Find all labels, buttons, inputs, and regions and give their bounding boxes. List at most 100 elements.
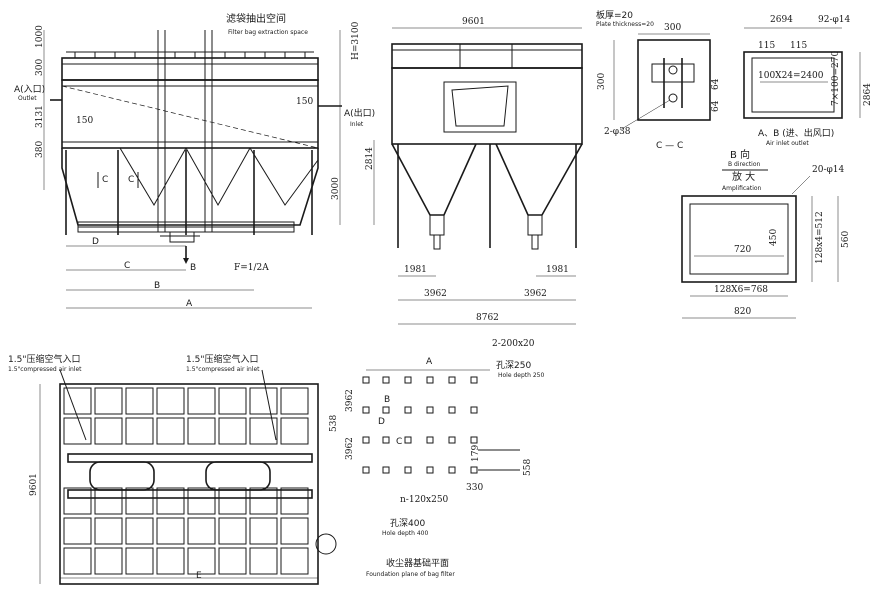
bag-cell xyxy=(94,517,123,545)
found-dim-3962b: 3962 xyxy=(345,437,355,460)
side-dim-3962-right: 3962 xyxy=(524,289,547,299)
bag-cell xyxy=(125,517,154,545)
foundation-pier xyxy=(382,406,390,414)
b-dim-450: 450 xyxy=(769,229,779,246)
dim-300: 300 xyxy=(35,59,45,76)
section-c-mark-2: C xyxy=(128,175,134,185)
found-depth-en: Hole depth 250 xyxy=(498,372,544,379)
bag-cell xyxy=(249,547,278,575)
b-dim-720: 720 xyxy=(734,245,751,255)
plate-thickness-cn: 板厚=20 xyxy=(596,9,633,21)
found-dim-558: 558 xyxy=(523,459,533,476)
bag-cell xyxy=(94,487,123,515)
side-dim-1981-right: 1981 xyxy=(546,265,569,275)
bag-cell xyxy=(94,387,123,415)
foundation-pier xyxy=(470,376,478,384)
foundation-pier xyxy=(448,436,456,444)
outlet-label-left-en: Outlet xyxy=(18,95,37,102)
dim-1000: 1000 xyxy=(35,25,45,48)
cc-dim-64a: 64 xyxy=(711,78,721,90)
label-b: B xyxy=(154,281,160,291)
air-inlet-right-en: 1.5"compressed air inlet xyxy=(186,366,260,373)
foundation-pier xyxy=(404,376,412,384)
found-depth2-en: Hole depth 400 xyxy=(382,530,428,537)
b-dim-512: 128x4=512 xyxy=(815,211,825,264)
foundation-pier xyxy=(362,406,370,414)
bag-cell xyxy=(63,547,92,575)
found-dim-179: 179 xyxy=(471,445,481,462)
io-dim-2864: 2864 xyxy=(863,83,873,106)
air-inlet-right-cn: 1.5"压缩空气入口 xyxy=(186,353,258,365)
found-label-d: D xyxy=(378,417,385,427)
foundation-pier xyxy=(448,406,456,414)
io-dim-270: 7×100=270 xyxy=(831,51,841,106)
dim-2814: 2814 xyxy=(365,147,375,170)
found-depth-cn: 孔深250 xyxy=(496,360,531,371)
bag-cell xyxy=(125,487,154,515)
top-view: 1.5"压缩空气入口 1.5"compressed air inlet 1.5"… xyxy=(8,353,337,585)
dim-150-left: 150 xyxy=(76,116,93,126)
bag-cell xyxy=(125,547,154,575)
foundation-plan: A 2-200x20 孔深250 Hole depth 250 3962 396… xyxy=(329,339,544,578)
found-holes: n-120x250 xyxy=(400,495,449,505)
found-dim-3962a: 3962 xyxy=(345,389,355,412)
foundation-pier xyxy=(426,466,434,474)
foundation-pier xyxy=(448,466,456,474)
bag-cell xyxy=(63,517,92,545)
label-b-arrow: B xyxy=(190,263,196,273)
dim-380: 380 xyxy=(35,141,45,158)
io-dim-115a: 115 xyxy=(758,41,775,51)
io-holes: 92-φ14 xyxy=(818,15,851,25)
bag-cell xyxy=(63,417,92,445)
air-inlet-left-en: 1.5"compressed air inlet xyxy=(8,366,82,373)
dim-150-right: 150 xyxy=(296,97,313,107)
bag-cell xyxy=(156,417,185,445)
inlet-label-right-en: Inlet xyxy=(350,121,364,128)
b-dim-560: 560 xyxy=(841,231,851,248)
air-inlet-left-cn: 1.5"压缩空气入口 xyxy=(8,353,80,365)
foundation-pier xyxy=(426,406,434,414)
section-c-mark-1: C xyxy=(102,175,108,185)
bag-cell xyxy=(249,387,278,415)
slope-label: F=1/2A xyxy=(234,263,269,273)
b-direction-detail: B 向 B direction 放 大 Amplification 20-φ14… xyxy=(681,148,851,319)
foundation-pier xyxy=(448,376,456,384)
found-depth2-cn: 孔深400 xyxy=(390,518,425,529)
bag-cell xyxy=(94,547,123,575)
bag-cell xyxy=(218,417,247,445)
foundation-pier xyxy=(426,436,434,444)
plate-thickness-en: Plate thickness=20 xyxy=(596,21,654,28)
front-view: 滤袋抽出空间 Filter bag extraction space xyxy=(14,12,375,309)
b-dim-768: 128X6=768 xyxy=(714,285,768,295)
dim-3000: 3000 xyxy=(331,177,341,200)
foundation-pier xyxy=(362,466,370,474)
bag-cell xyxy=(187,547,216,575)
found-plate: 2-200x20 xyxy=(492,339,535,349)
io-dim-115b: 115 xyxy=(790,41,807,51)
bag-cell xyxy=(156,487,185,515)
found-label-b: B xyxy=(384,395,390,405)
b-title-en: B direction xyxy=(728,161,761,168)
bag-cell xyxy=(187,417,216,445)
io-label-en: Air inlet outlet xyxy=(766,140,809,147)
foundation-pier xyxy=(404,466,412,474)
bag-cell xyxy=(218,387,247,415)
found-title-en: Foundation plane of bag filter xyxy=(366,571,455,578)
bag-cell xyxy=(187,487,216,515)
side-view: 9601 1981 1981 3962 3962 8762 xyxy=(391,17,583,325)
bag-cell xyxy=(280,487,309,515)
bag-cell xyxy=(218,517,247,545)
bag-cell xyxy=(125,417,154,445)
found-dim-538a: 538 xyxy=(329,415,339,432)
io-dim-2400: 100X24=2400 xyxy=(758,71,824,81)
io-label-cn: A、B (进、出风口) xyxy=(758,127,834,139)
cc-dim-300-left: 300 xyxy=(597,73,607,90)
b-title-cn: B 向 xyxy=(730,148,750,161)
outlet-label-right: A(出口) xyxy=(344,107,375,119)
cc-section-label: C — C xyxy=(656,141,683,151)
bag-cell xyxy=(218,487,247,515)
label-a: A xyxy=(186,299,193,309)
foundation-pier xyxy=(470,436,478,444)
bag-cell xyxy=(156,387,185,415)
b-amp-en: Amplification xyxy=(722,185,762,192)
